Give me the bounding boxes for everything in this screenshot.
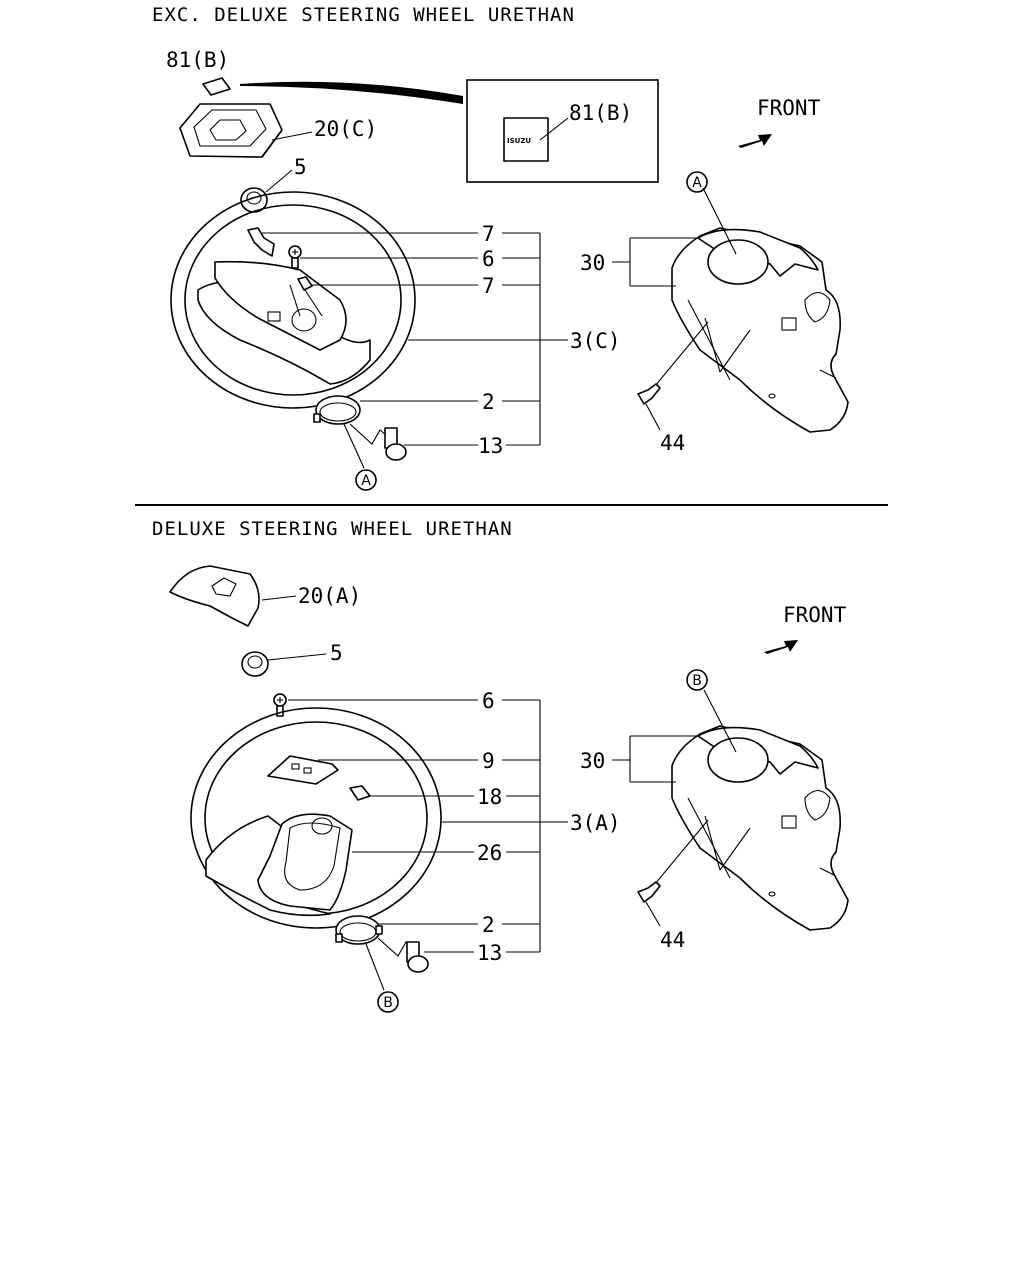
emblem-inset-box: ISUZU <box>466 79 659 183</box>
horn-pad-part <box>179 103 283 158</box>
callout-9: 9 <box>482 749 495 773</box>
callout-5-top: 5 <box>294 155 307 179</box>
callout-7b: 7 <box>482 274 495 298</box>
callout-20a: 20(A) <box>298 584 361 608</box>
callout-13-bottom: 13 <box>477 941 502 965</box>
ref-mark-a-wheel <box>355 469 377 491</box>
callout-2-bottom: 2 <box>482 913 495 937</box>
callout-6-top: 6 <box>482 247 495 271</box>
ref-a-column: A <box>692 175 702 191</box>
emblem-text: ISUZU <box>507 137 531 145</box>
front-arrow-icon <box>738 134 772 148</box>
ref-b-column: B <box>692 673 702 689</box>
callout-26: 26 <box>477 841 502 865</box>
column-cover-top <box>671 227 849 433</box>
switch-part-9 <box>267 755 339 785</box>
inset-leader <box>240 81 463 104</box>
screw-part-44-top <box>637 383 661 431</box>
callout-2-top: 2 <box>482 390 495 414</box>
callout-3a: 3(A) <box>570 811 621 835</box>
contact-ring-part-bottom <box>335 915 383 945</box>
ref-mark-b-column <box>686 669 708 691</box>
front-label-top: FRONT <box>757 96 821 120</box>
section-title-bottom: DELUXE STEERING WHEEL URETHAN <box>152 518 513 540</box>
callout-44-bottom: 44 <box>660 928 685 952</box>
nut-part-bottom <box>241 651 269 677</box>
ref-a-wheel: A <box>361 473 371 489</box>
ref-b-wheel: B <box>383 995 393 1011</box>
screw-part-44-bottom <box>637 881 661 927</box>
emblem-part <box>202 77 231 96</box>
callout-13-top: 13 <box>478 434 503 458</box>
callout-30-bottom: 30 <box>580 749 605 773</box>
ref-mark-b-wheel <box>377 991 399 1013</box>
steering-wheel-top <box>170 191 416 409</box>
section-title-top: EXC. DELUXE STEERING WHEEL URETHAN <box>152 4 575 26</box>
callout-5-bottom: 5 <box>330 641 343 665</box>
callout-20c: 20(C) <box>314 117 377 141</box>
horn-pad-part-bottom <box>169 565 260 627</box>
ref-mark-a-column <box>686 171 708 193</box>
column-cover-bottom <box>671 725 849 931</box>
callout-7a: 7 <box>482 222 495 246</box>
clip-part-7a <box>247 227 275 257</box>
clip-part-18 <box>349 785 371 801</box>
callout-3c: 3(C) <box>570 329 621 353</box>
callout-6-bottom: 6 <box>482 689 495 713</box>
contact-ring-part <box>313 395 361 425</box>
bolt-part-13-bottom <box>406 941 429 973</box>
callout-81b-top: 81(B) <box>166 48 229 72</box>
callout-30-top: 30 <box>580 251 605 275</box>
bolt-part-13 <box>384 427 407 461</box>
callout-81b-inset: 81(B) <box>569 101 632 125</box>
steering-wheel-bottom <box>190 707 442 929</box>
screw-part-6 <box>288 245 302 269</box>
callout-18: 18 <box>477 785 502 809</box>
front-arrow-icon-bottom <box>764 640 798 654</box>
screw-part-6-bottom <box>273 693 287 717</box>
callout-44-top: 44 <box>660 431 685 455</box>
clip-part-7b <box>297 276 313 291</box>
front-label-bottom: FRONT <box>783 603 847 627</box>
